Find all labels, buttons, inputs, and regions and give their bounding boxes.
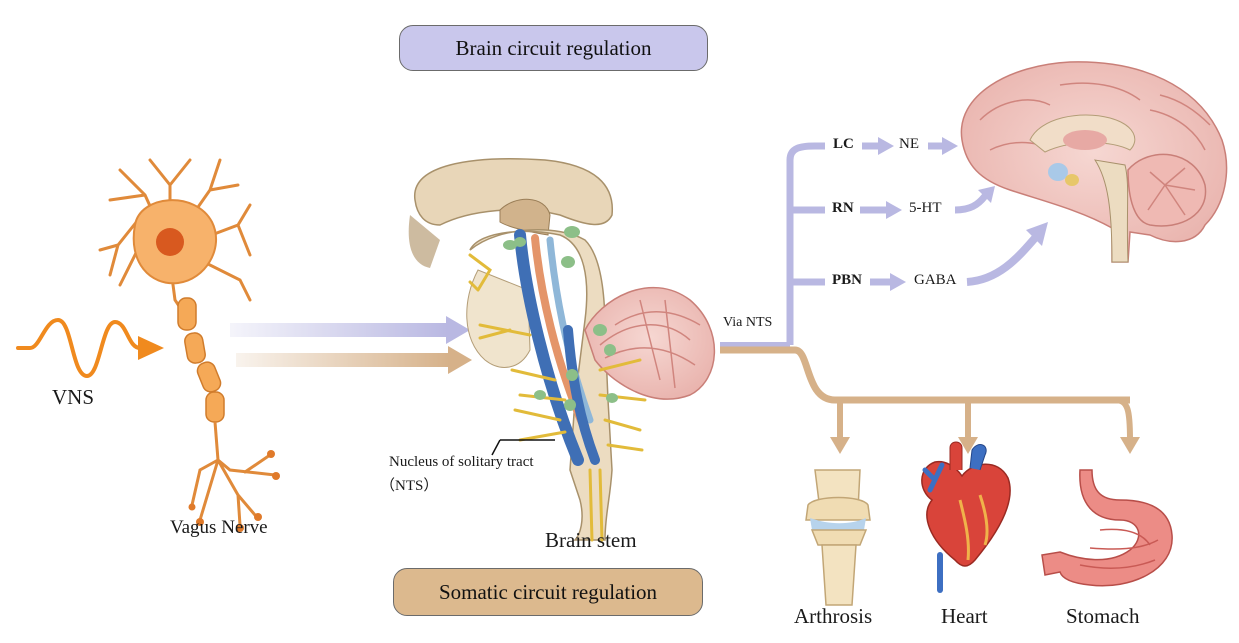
brain-input-arrow — [230, 316, 470, 344]
brain-stem-label: Brain stem — [545, 528, 637, 552]
brain-branch-lines — [786, 142, 825, 345]
organ-branch-arrows — [837, 397, 1133, 441]
vagus-nerve-label: Vagus Nerve — [170, 517, 268, 538]
ne-label: NE — [899, 136, 919, 152]
brain-sagittal-illustration-icon — [960, 61, 1228, 263]
gaba-label: GABA — [914, 272, 957, 288]
brain-circuit-header: Brain circuit regulation — [399, 25, 708, 71]
stomach-icon — [1041, 469, 1173, 587]
nts-label-line1: Nucleus of solitary tract — [389, 454, 534, 470]
heart-icon — [921, 441, 1011, 593]
pbn-label: PBN — [832, 272, 862, 288]
arrow-to-arthrosis — [830, 437, 850, 454]
axon-terminals-icon — [188, 450, 280, 532]
heart-label: Heart — [941, 604, 988, 628]
nts-label-line2: （NTS） — [380, 478, 439, 494]
vns-label: VNS — [52, 385, 95, 409]
arthrosis-label: Arthrosis — [794, 604, 873, 628]
arrow-ne-brain — [928, 137, 958, 155]
brainstem-illustration-icon — [408, 158, 716, 542]
arrow-to-stomach — [1120, 437, 1140, 454]
myelin-sheath-icon — [177, 297, 225, 461]
nts-pointer-line — [491, 439, 501, 456]
neuron-soma-icon — [132, 199, 218, 285]
5ht-label: 5-HT — [909, 200, 942, 216]
lc-label: LC — [833, 136, 854, 152]
knee-joint-icon — [805, 469, 871, 606]
vns-wave-icon — [16, 317, 164, 379]
rn-label: RN — [832, 200, 854, 216]
somatic-circuit-header: Somatic circuit regulation — [393, 568, 703, 616]
via-nts-trunk — [720, 342, 1130, 404]
via-nts-label: Via NTS — [723, 315, 773, 330]
arrow-lc-ne — [862, 137, 894, 155]
arrow-5ht-brain — [954, 186, 995, 214]
arrow-rn-5ht — [860, 201, 902, 219]
arrow-pbn-gaba — [870, 273, 906, 291]
arrow-to-heart — [958, 437, 978, 454]
soma-input-arrow — [236, 346, 472, 374]
stomach-label: Stomach — [1066, 604, 1140, 628]
arrow-gaba-brain — [966, 222, 1048, 286]
